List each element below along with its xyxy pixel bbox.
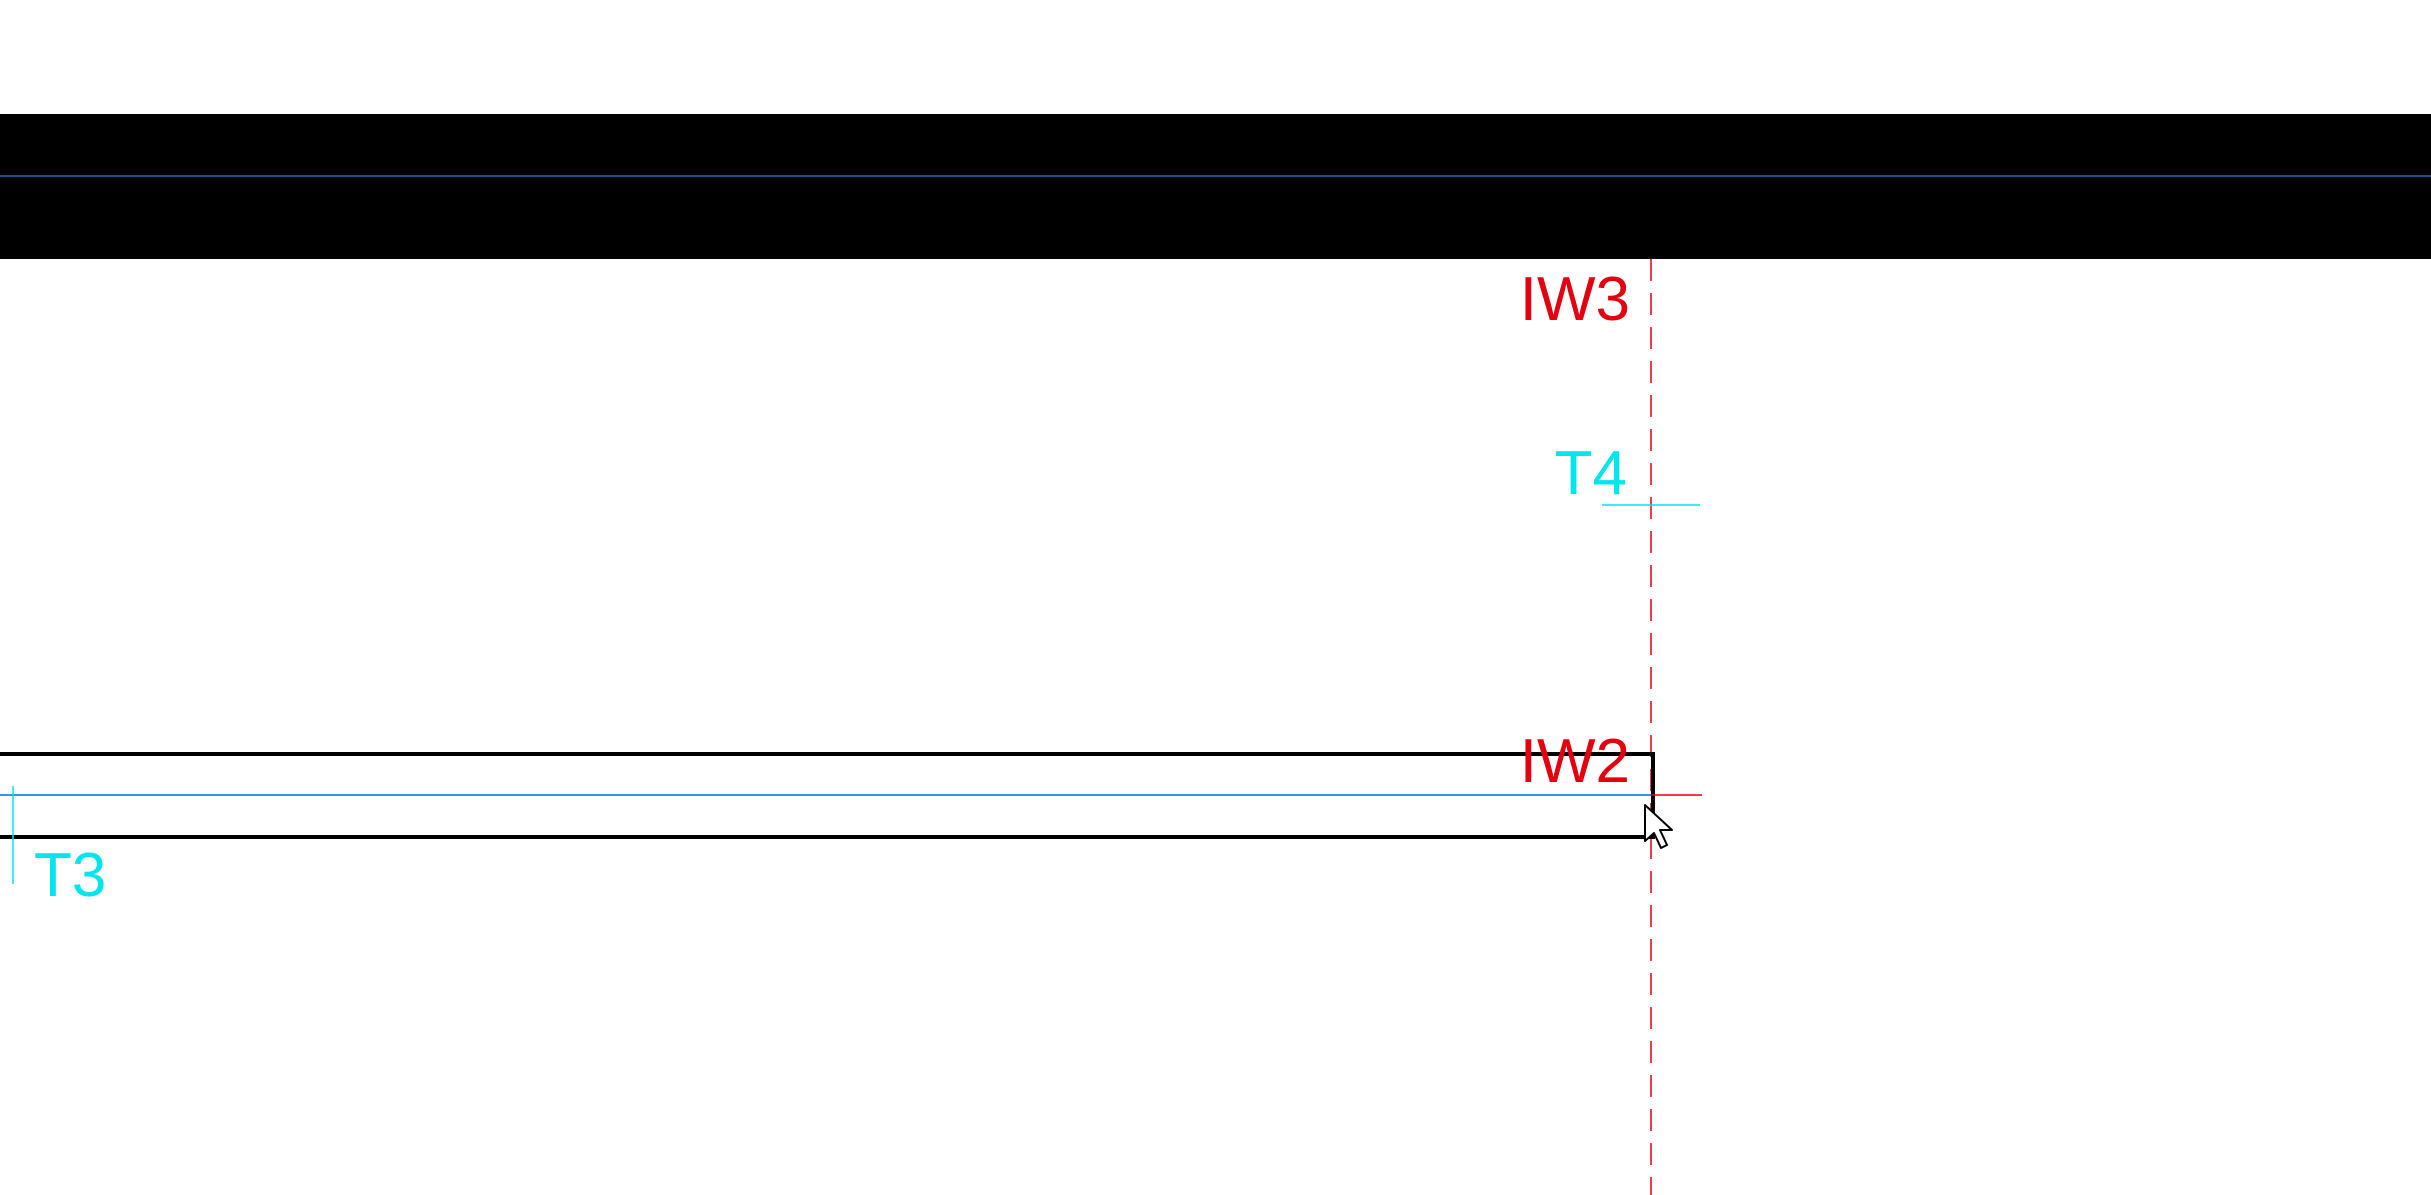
wall-label-iw2: IW2 (1520, 727, 1630, 796)
tag-t3[interactable]: T3 (12, 786, 106, 910)
wall-iw2[interactable] (0, 752, 1702, 839)
wall-label-iw3: IW3 (1520, 265, 1630, 334)
tag-t4[interactable]: T4 (1555, 439, 1700, 508)
tag-label-t4: T4 (1555, 439, 1627, 508)
wall-iw3[interactable] (0, 114, 2431, 259)
arrow-pointer-icon (1644, 804, 1673, 849)
tag-label-t3: T3 (34, 841, 106, 910)
wall-iw3-fill[interactable] (0, 114, 2431, 259)
